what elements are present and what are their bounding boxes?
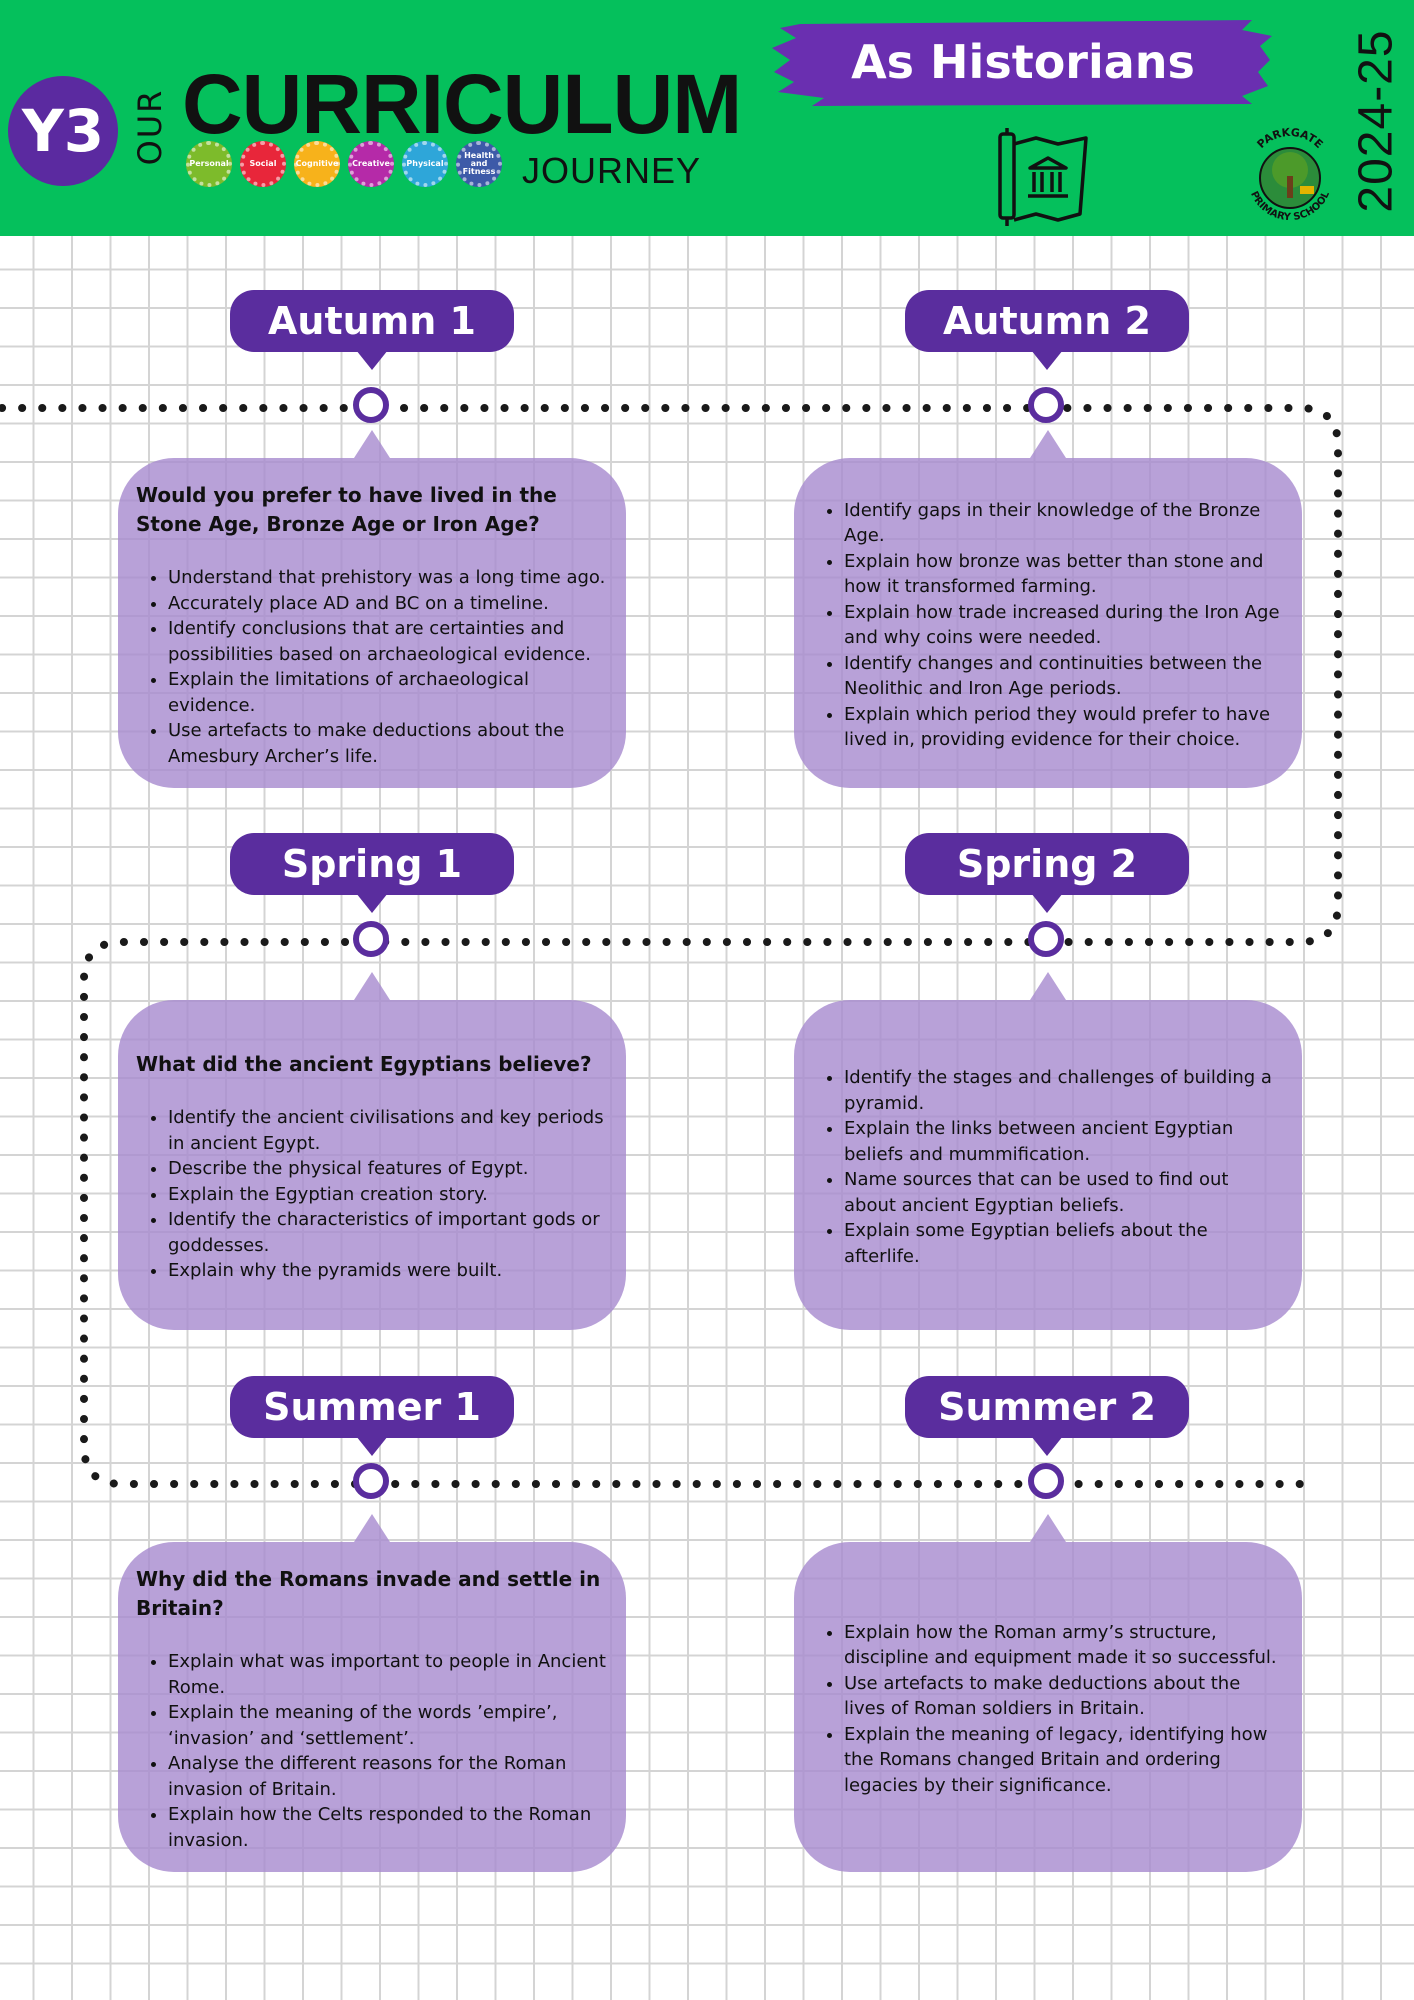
term-box-summer-2: Explain how the Roman army’s structure, … — [794, 1542, 1302, 1872]
gear-row: Personal Social Cognitive Creative Physi… — [186, 141, 502, 187]
term-pill-spring-2: Spring 2 — [905, 833, 1189, 895]
timeline-node-autumn-2 — [1028, 387, 1064, 423]
list-item: Explain why the pyramids were built. — [168, 1258, 608, 1284]
gear-icon-cognitive: Cognitive — [294, 141, 340, 187]
gear-icon-creative: Creative — [348, 141, 394, 187]
gear-icon-social: Social — [240, 141, 286, 187]
list-item: Explain how trade increased during the I… — [844, 600, 1284, 651]
year-badge: Y3 — [8, 76, 118, 186]
list-item: Explain the Egyptian creation story. — [168, 1182, 608, 1208]
term-box-autumn-1: Would you prefer to have lived in the St… — [118, 458, 626, 788]
term-pill-autumn-1: Autumn 1 — [230, 290, 514, 352]
page-title: CURRICULUM — [182, 57, 742, 151]
list-item: Explain what was important to people in … — [168, 1649, 608, 1700]
list-item: Explain some Egyptian beliefs about the … — [844, 1218, 1284, 1269]
list-item: Explain the limitations of archaeologica… — [168, 667, 608, 718]
school-logo: PARKGATE PRIMARY SCHOOL — [1248, 126, 1332, 223]
objective-list: Explain what was important to people in … — [136, 1649, 608, 1853]
list-item: Explain the meaning of legacy, identifyi… — [844, 1722, 1284, 1799]
paint-stroke-icon — [772, 20, 1272, 106]
list-item: Describe the physical features of Egypt. — [168, 1156, 608, 1182]
list-item: Explain how the Roman army’s structure, … — [844, 1620, 1284, 1671]
timeline-node-autumn-1 — [353, 387, 389, 423]
term-box-summer-1: Why did the Romans invade and settle in … — [118, 1542, 626, 1872]
enquiry-question: Why did the Romans invade and settle in … — [136, 1567, 601, 1620]
list-item: Use artefacts to make deductions about t… — [168, 718, 608, 769]
scroll-map-icon — [998, 128, 1088, 226]
list-item: Identify gaps in their knowledge of the … — [844, 498, 1284, 549]
list-item: Understand that prehistory was a long ti… — [168, 565, 608, 591]
list-item: Accurately place AD and BC on a timeline… — [168, 591, 608, 617]
timeline-node-spring-1 — [353, 921, 389, 957]
term-pill-autumn-2: Autumn 2 — [905, 290, 1189, 352]
timeline-node-spring-2 — [1028, 921, 1064, 957]
gear-icon-physical: Physical — [402, 141, 448, 187]
timeline-node-summer-1 — [353, 1463, 389, 1499]
topic-banner: As Historians — [772, 16, 1274, 108]
topic-title: As Historians — [851, 35, 1195, 89]
term-box-autumn-2: Identify gaps in their knowledge of the … — [794, 458, 1302, 788]
list-item: Use artefacts to make deductions about t… — [844, 1671, 1284, 1722]
list-item: Identify the ancient civilisations and k… — [168, 1105, 608, 1156]
list-item: Name sources that can be used to find ou… — [844, 1167, 1284, 1218]
list-item: Explain how bronze was better than stone… — [844, 549, 1284, 600]
objective-list: Identify the ancient civilisations and k… — [136, 1105, 608, 1284]
gear-icon-personal: Personal — [186, 141, 232, 187]
list-item: Identify changes and continuities betwee… — [844, 651, 1284, 702]
objective-list: Understand that prehistory was a long ti… — [136, 565, 608, 769]
page-subtitle: JOURNEY — [522, 150, 702, 191]
list-item: Identify the stages and challenges of bu… — [844, 1065, 1284, 1116]
list-item: Explain the meaning of the words ’empire… — [168, 1700, 608, 1751]
header-banner: Y3 OUR CURRICULUM Personal Social Cognit… — [0, 0, 1414, 236]
enquiry-question: Would you prefer to have lived in the St… — [136, 483, 557, 536]
list-item: Explain which period they would prefer t… — [844, 702, 1284, 753]
term-box-spring-1: What did the ancient Egyptians believe? … — [118, 1000, 626, 1330]
timeline-node-summer-2 — [1028, 1463, 1064, 1499]
term-box-spring-2: Identify the stages and challenges of bu… — [794, 1000, 1302, 1330]
term-pill-summer-2: Summer 2 — [905, 1376, 1189, 1438]
objective-list: Identify gaps in their knowledge of the … — [812, 498, 1284, 753]
list-item: Identify conclusions that are certaintie… — [168, 616, 608, 667]
gear-icon-health: Health and Fitness — [456, 141, 502, 187]
term-pill-summer-1: Summer 1 — [230, 1376, 514, 1438]
list-item: Analyse the different reasons for the Ro… — [168, 1751, 608, 1802]
term-pill-spring-1: Spring 1 — [230, 833, 514, 895]
objective-list: Explain how the Roman army’s structure, … — [812, 1620, 1284, 1799]
enquiry-question: What did the ancient Egyptians believe? — [136, 1052, 592, 1077]
list-item: Explain the links between ancient Egypti… — [844, 1116, 1284, 1167]
objective-list: Identify the stages and challenges of bu… — [812, 1065, 1284, 1269]
list-item: Explain how the Celts responded to the R… — [168, 1802, 608, 1853]
list-item: Identify the characteristics of importan… — [168, 1207, 608, 1258]
